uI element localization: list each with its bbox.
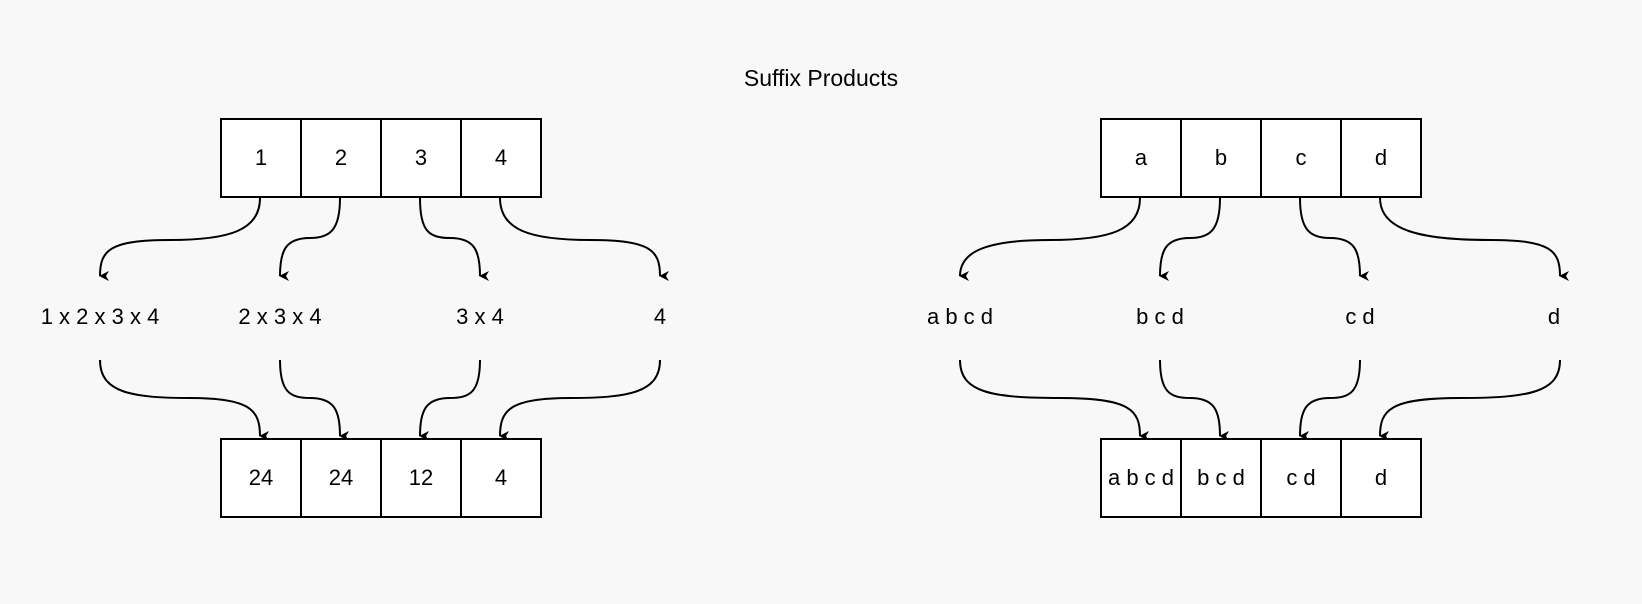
arrow-left-input-3-to-expr-3: [419, 197, 490, 281]
arrow-right-input-3-to-expr-3: [1299, 197, 1370, 281]
right-input-cell: d: [1374, 145, 1388, 170]
right-output-cell: b c d: [1182, 440, 1262, 516]
left-output-cell: 12: [382, 440, 462, 516]
arrow-left-input-2-to-expr-2: [279, 197, 341, 282]
arrow-left-input-1-to-expr-1: [99, 197, 261, 282]
arrow-right-expr-1-to-output-1: [959, 359, 1150, 441]
right-input-cell: a: [1102, 120, 1182, 196]
left-input-cell: 2: [302, 120, 382, 196]
arrow-right-input-1-to-expr-1: [959, 197, 1141, 282]
right-input-cell: c: [1262, 120, 1342, 196]
right-output-cell: d: [1374, 465, 1388, 490]
right-input-cell: b: [1182, 120, 1262, 196]
right-expression-2: b c d: [1136, 304, 1184, 329]
left-input-cell: 4: [494, 145, 508, 170]
arrow-left-expr-2-to-output-2: [279, 359, 350, 441]
left-input-cell: 3: [382, 120, 462, 196]
right-output-cell: c d: [1262, 440, 1342, 516]
right-output-cell: a b c d: [1102, 440, 1182, 516]
arrow-right-expr-2-to-output-2: [1159, 359, 1230, 441]
left-expression-3: 3 x 4: [456, 304, 504, 329]
left-expression-4: 4: [653, 304, 667, 329]
diagram-title: Suffix Products: [743, 65, 899, 91]
left-output-cell: 4: [494, 465, 508, 490]
arrow-right-input-2-to-expr-2: [1159, 197, 1221, 282]
left-expression-1: 1 x 2 x 3 x 4: [40, 304, 160, 329]
left-expression-2: 2 x 3 x 4: [238, 304, 322, 329]
right-expression-3: c d: [1345, 304, 1375, 329]
left-output-cell: 24: [302, 440, 382, 516]
arrow-left-input-4-to-expr-4: [499, 197, 670, 281]
arrow-left-expr-4-to-output-4: [499, 359, 661, 442]
left-output-array: 24 24 12 4: [220, 438, 542, 518]
left-input-array: 1 2 3 4: [220, 118, 542, 198]
right-expression-1: a b c d: [926, 304, 994, 329]
arrow-right-input-4-to-expr-4: [1379, 197, 1570, 281]
right-expression-4: d: [1547, 304, 1561, 329]
arrow-right-expr-3-to-output-3: [1299, 359, 1361, 442]
left-input-cell: 1: [222, 120, 302, 196]
left-output-cell: 24: [222, 440, 302, 516]
arrow-left-expr-1-to-output-1: [99, 359, 270, 441]
right-output-array: a b c d b c d c d d: [1100, 438, 1422, 518]
arrow-right-expr-4-to-output-4: [1379, 359, 1561, 442]
arrow-left-expr-3-to-output-3: [419, 359, 481, 442]
right-input-array: a b c d: [1100, 118, 1422, 198]
